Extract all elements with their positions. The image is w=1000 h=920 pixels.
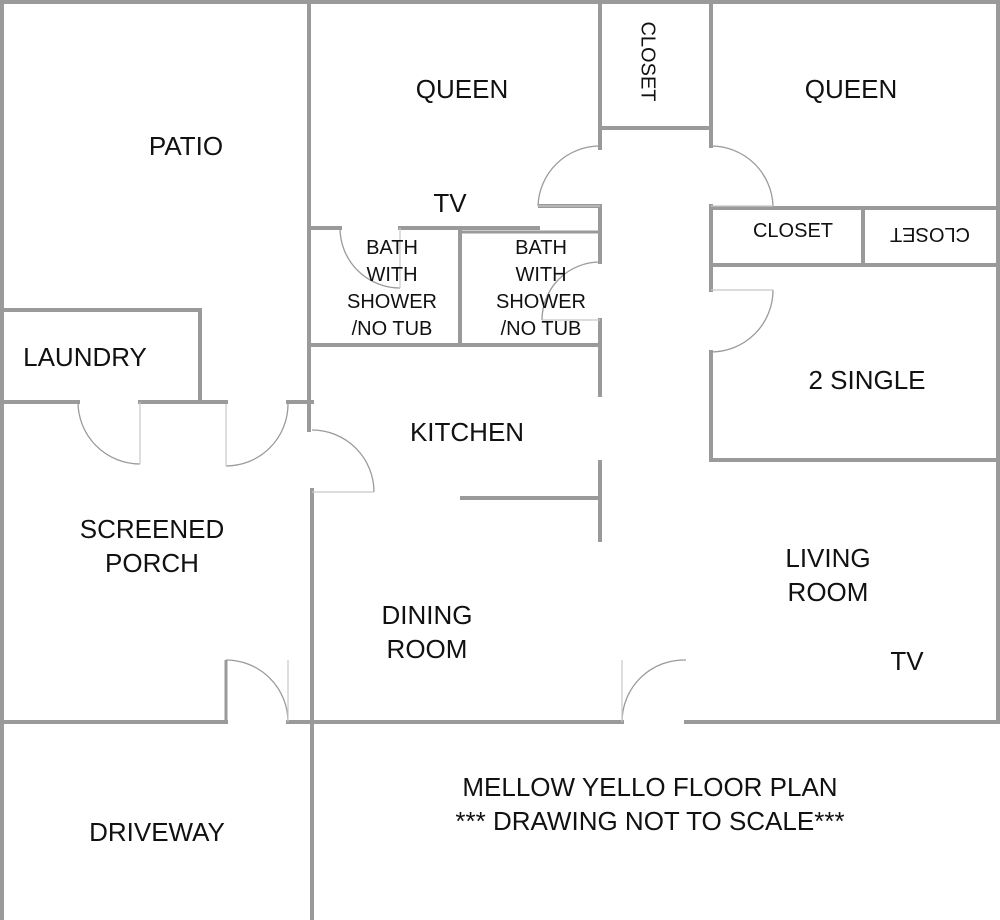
plan-title: MELLOW YELLO FLOOR PLAN [462, 772, 838, 802]
room-label-screened-porch: SCREENED PORCH [62, 512, 242, 580]
room-label-living-room: LIVING ROOM [758, 541, 898, 609]
room-label-patio: PATIO [148, 131, 224, 161]
dining-line-2: ROOM [386, 634, 468, 664]
living-line-1: LIVING [785, 543, 871, 573]
bath-left-line-3: SHOWER [347, 291, 437, 313]
tv-label-bedroom: TV [433, 188, 467, 218]
room-label-queen-left: QUEEN [415, 74, 509, 104]
room-label-2-single: 2 SINGLE [808, 365, 926, 395]
room-label-bath-right: BATH WITH SHOWER /NO TUB [477, 235, 605, 343]
bath-left-line-1: BATH [366, 237, 418, 259]
living-line-2: ROOM [787, 577, 869, 607]
kitchen-walls [460, 460, 602, 542]
tv-label-living: TV [890, 646, 924, 676]
bath-right-line-4: /NO TUB [500, 318, 582, 340]
room-label-queen-right: QUEEN [804, 74, 898, 104]
room-label-laundry: LAUNDRY [23, 342, 147, 372]
bath-left-line-4: /NO TUB [351, 318, 433, 340]
room-label-kitchen: KITCHEN [409, 417, 525, 447]
plan-note: *** DRAWING NOT TO SCALE*** [455, 806, 845, 836]
bath-left-line-2: WITH [366, 264, 418, 286]
closet-label-right: CLOSET [889, 223, 971, 245]
room-label-dining-room: DINING ROOM [357, 598, 497, 666]
porch-line-1: SCREENED [79, 514, 225, 544]
closet-label-top: CLOSET [636, 21, 659, 102]
room-label-driveway: DRIVEWAY [89, 817, 225, 847]
bath-right-line-2: WITH [515, 264, 567, 286]
bath-right-line-3: SHOWER [496, 291, 586, 313]
closet-label-mid: CLOSET [752, 220, 834, 242]
bath-right-line-1: BATH [515, 237, 567, 259]
porch-line-2: PORCH [105, 548, 199, 578]
room-label-bath-left: BATH WITH SHOWER /NO TUB [328, 235, 456, 343]
dining-line-1: DINING [381, 600, 473, 630]
door-swings [77, 145, 774, 723]
